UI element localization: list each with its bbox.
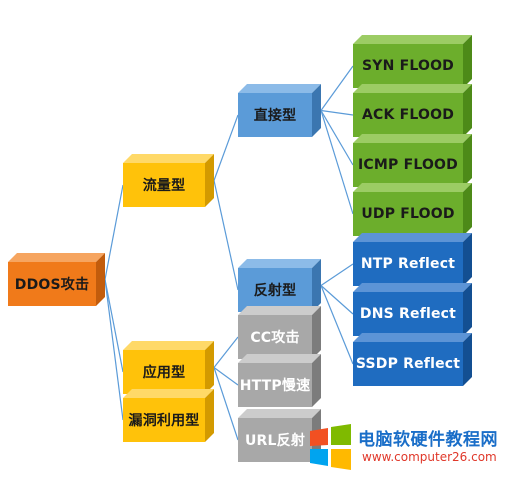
node-url-box — [238, 409, 321, 462]
node-dns-label: DNS Reflect — [359, 306, 457, 322]
connector-direct-to-udp — [320, 110, 354, 215]
node-ddos-label: DDOS攻击 — [14, 277, 90, 293]
node-app: 应用型 — [123, 341, 214, 394]
logo-pane-4 — [331, 449, 351, 470]
node-ssdp-box — [353, 333, 472, 386]
node-ack-box — [353, 84, 472, 137]
node-http-label: HTTP慢速 — [239, 378, 311, 394]
logo-pane-3 — [310, 449, 328, 466]
connector-app-to-http — [213, 367, 239, 386]
node-vuln-label: 漏洞利用型 — [128, 413, 200, 429]
node-ddos-box — [8, 253, 105, 306]
node-syn-box — [353, 35, 472, 88]
connector-ddos-to-app — [104, 279, 124, 373]
node-http: HTTP慢速 — [238, 354, 321, 407]
node-udp-label: UDP FLOOD — [361, 206, 455, 222]
node-reflect-box — [238, 259, 321, 312]
logo-pane-2 — [331, 424, 351, 445]
node-icmp: ICMP FLOOD — [353, 134, 472, 187]
connector-app-to-url — [213, 367, 239, 441]
connector-reflect-to-ntp — [320, 263, 354, 286]
site-watermark: 电脑软硬件教程网 www.computer26.com — [306, 423, 511, 471]
node-url-label: URL反射 — [244, 433, 306, 449]
node-app-label: 应用型 — [142, 365, 186, 381]
connector-direct-to-syn — [320, 65, 354, 111]
connector-app-to-cc — [213, 336, 239, 368]
connector-ddos-to-vuln — [104, 279, 124, 421]
connector-ddos-to-traffic — [104, 184, 124, 280]
watermark-url: www.computer26.com — [362, 450, 497, 464]
node-cc: CC攻击 — [238, 306, 321, 359]
node-vuln: 漏洞利用型 — [123, 389, 214, 442]
node-ssdp: SSDP Reflect — [353, 333, 472, 386]
node-traffic-box — [123, 154, 214, 207]
node-icmp-box — [353, 134, 472, 187]
node-app-box — [123, 341, 214, 394]
node-reflect-label: 反射型 — [253, 283, 297, 299]
node-ntp-label: NTP Reflect — [360, 256, 456, 272]
node-udp: UDP FLOOD — [353, 183, 472, 236]
node-ack-label: ACK FLOOD — [361, 107, 455, 123]
watermark-title: 电脑软硬件教程网 — [358, 430, 498, 450]
windows-logo-icon — [310, 424, 351, 470]
node-direct-box — [238, 84, 321, 137]
node-syn-label: SYN FLOOD — [361, 58, 455, 74]
node-icmp-label: ICMP FLOOD — [358, 157, 458, 173]
node-cc-label: CC攻击 — [250, 330, 300, 346]
node-udp-box — [353, 183, 472, 236]
connector-traffic-to-direct — [213, 114, 239, 181]
node-dns: DNS Reflect — [353, 283, 472, 336]
connector-traffic-to-reflect — [213, 180, 239, 291]
node-reflect: 反射型 — [238, 259, 321, 312]
node-ntp: NTP Reflect — [353, 233, 472, 286]
node-ack: ACK FLOOD — [353, 84, 472, 137]
node-url: URL反射 — [238, 409, 321, 462]
node-ddos: DDOS攻击 — [8, 253, 105, 306]
node-dns-box — [353, 283, 472, 336]
node-http-box — [238, 354, 321, 407]
node-traffic-label: 流量型 — [142, 178, 186, 194]
node-syn: SYN FLOOD — [353, 35, 472, 88]
node-direct: 直接型 — [238, 84, 321, 137]
node-cc-box — [238, 306, 321, 359]
connector-direct-to-icmp — [320, 110, 354, 166]
node-ssdp-label: SSDP Reflect — [355, 356, 461, 372]
connector-reflect-to-dns — [320, 285, 354, 315]
connector-direct-to-ack — [320, 109, 354, 116]
node-ntp-box — [353, 233, 472, 286]
logo-pane-1 — [310, 428, 328, 446]
connector-reflect-to-ssdp — [320, 285, 354, 365]
node-traffic: 流量型 — [123, 154, 214, 207]
node-vuln-box — [123, 389, 214, 442]
node-direct-label: 直接型 — [253, 108, 297, 124]
